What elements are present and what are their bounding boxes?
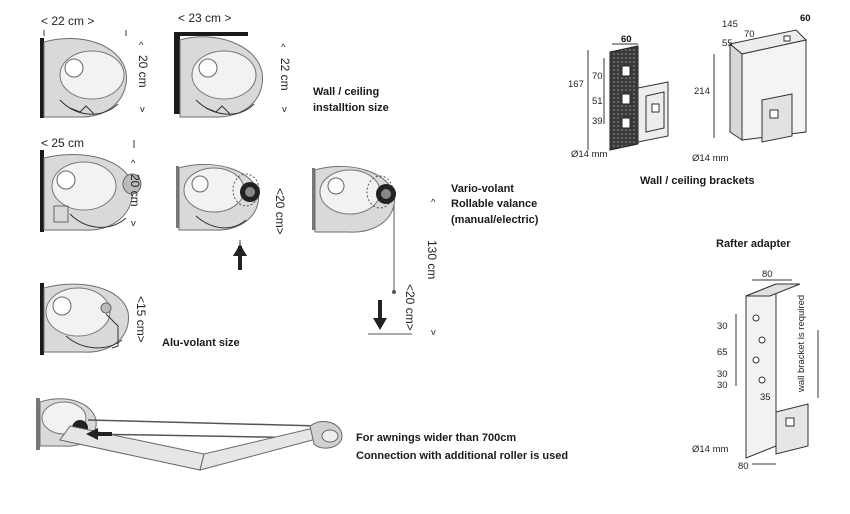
cassette-a <box>40 38 127 118</box>
bracket-left-d3: 39 <box>592 116 603 127</box>
cassette-c <box>40 150 142 232</box>
cassette-f <box>40 283 129 355</box>
rafter-top: 80 <box>762 269 773 280</box>
dim-b-width: < 23 cm > <box>178 11 231 25</box>
dim-a-height: 20 cm <box>136 55 150 88</box>
svg-text:v: v <box>282 104 287 115</box>
svg-text:^: ^ <box>139 40 144 51</box>
label-vario-3: (manual/electric) <box>451 214 539 226</box>
bracket-left-d1: 70 <box>592 71 603 82</box>
dim-b-height: 22 cm <box>278 58 292 91</box>
rafter-d30c: 30 <box>717 380 728 391</box>
bracket-right-d70: 70 <box>744 29 755 40</box>
bracket-right-d55: 55 <box>722 38 733 49</box>
bracket-right <box>728 29 808 143</box>
label-wide-2: Connection with additional roller is use… <box>356 450 568 462</box>
bracket-left-hole: Ø14 mm <box>571 149 608 160</box>
svg-text:v: v <box>140 104 145 115</box>
svg-text:v: v <box>131 218 136 229</box>
rafter-adapter <box>745 283 819 459</box>
wide-awning <box>36 398 343 471</box>
rafter-d30a: 30 <box>717 321 728 332</box>
dim-c-height: 20 cm <box>128 174 142 207</box>
svg-text:v: v <box>431 327 436 338</box>
label-wall-ceiling-1: Wall / ceiling <box>313 86 379 98</box>
rafter-d30b: 30 <box>717 369 728 380</box>
svg-text:^: ^ <box>131 158 136 169</box>
cassette-e <box>312 166 396 233</box>
svg-text:^: ^ <box>281 42 286 53</box>
bracket-left <box>609 45 669 151</box>
label-wide-1: For awnings wider than 700cm <box>356 432 516 444</box>
dim-f-height: <15 cm> <box>134 296 148 343</box>
bracket-right-hole: Ø14 mm <box>692 153 729 164</box>
rafter-hole: Ø14 mm <box>692 444 729 455</box>
brackets-title: Wall / ceiling brackets <box>640 175 755 187</box>
cassette-d <box>176 164 260 231</box>
label-wall-ceiling-2: installtion size <box>313 102 389 114</box>
rafter-title: Rafter adapter <box>716 238 791 250</box>
bracket-right-d145: 145 <box>722 19 738 30</box>
label-vario-1: Vario-volant <box>451 183 514 195</box>
dim-d-height: <20 cm> <box>273 188 287 235</box>
bracket-left-d2: 51 <box>592 96 603 107</box>
bracket-left-top: 60 <box>621 34 632 45</box>
rafter-d65: 65 <box>717 347 728 358</box>
label-alu-volant: Alu-volant size <box>162 337 240 349</box>
rafter-note: wall bracket is required <box>796 295 807 393</box>
bracket-right-d60: 60 <box>800 13 811 24</box>
dim-e-height: <20 cm> <box>403 284 417 331</box>
rafter-bottom: 80 <box>738 461 749 472</box>
rafter-d35: 35 <box>760 392 771 403</box>
bracket-right-height: 214 <box>694 86 710 97</box>
dim-a-width: < 22 cm > <box>41 14 94 28</box>
label-vario-2: Rollable valance <box>451 198 537 210</box>
bracket-left-total: 167 <box>568 79 584 90</box>
dim-e-drop: 130 cm <box>425 240 439 279</box>
dim-c-width: < 25 cm <box>41 136 84 150</box>
cassette-b <box>174 32 263 118</box>
svg-text:^: ^ <box>431 197 436 208</box>
